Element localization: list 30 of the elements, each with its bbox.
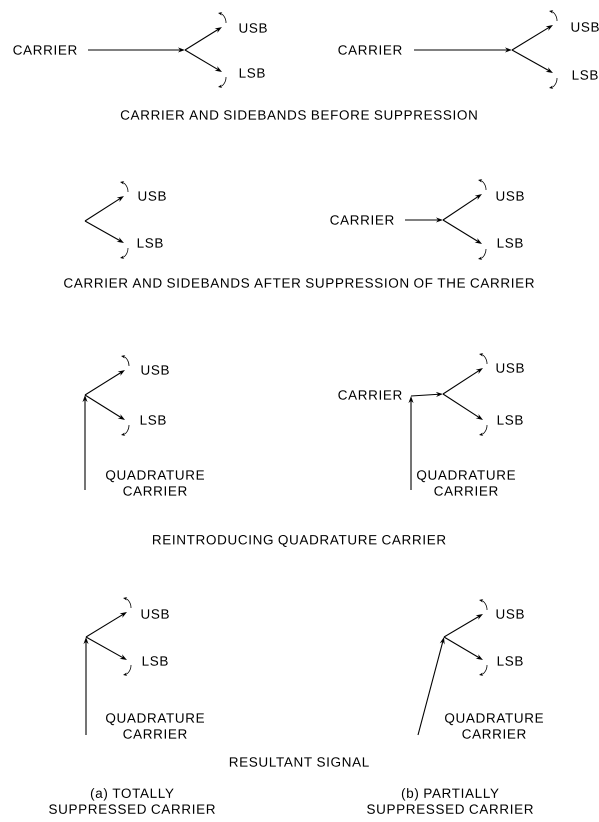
panel-caption: CARRIER AND SIDEBANDS AFTER SUPPRESSION OF THE CARRIER bbox=[64, 278, 534, 288]
carrier-label: QUADRATURE CARRIER bbox=[106, 713, 204, 739]
sideband-label: USB bbox=[496, 363, 524, 373]
carrier-label: CARRIER bbox=[338, 45, 402, 55]
sideband-label: USB bbox=[572, 22, 599, 32]
sideband-label: LSB bbox=[140, 415, 166, 425]
sideband-label: USB bbox=[496, 609, 524, 619]
carrier-label: CARRIER bbox=[13, 45, 77, 55]
carrier-label: QUADRATURE CARRIER bbox=[445, 713, 544, 739]
panel-caption: RESULTANT SIGNAL bbox=[230, 757, 369, 767]
carrier-label: QUADRATURE CARRIER bbox=[417, 470, 515, 496]
sideband-label: LSB bbox=[240, 68, 265, 78]
sideband-label: LSB bbox=[498, 238, 523, 248]
panel-caption: (b) PARTIALLY SUPPRESSED CARRIER bbox=[367, 788, 533, 814]
panel-caption: REINTRODUCING QUADRATURE CARRIER bbox=[153, 535, 446, 547]
sideband-label: USB bbox=[142, 609, 169, 619]
panel-caption: CARRIER AND SIDEBANDS BEFORE SUPPRESSION bbox=[120, 110, 477, 120]
panel-caption: (a) TOTALLY SUPPRESSED CARRIER bbox=[49, 788, 215, 814]
sideband-label: USB bbox=[138, 191, 166, 201]
sideband-label: USB bbox=[496, 191, 524, 201]
sideband-label: LSB bbox=[142, 656, 168, 666]
carrier-label: QUADRATURE CARRIER bbox=[106, 470, 204, 496]
sideband-label: LSB bbox=[498, 415, 523, 425]
sideband-label: LSB bbox=[498, 656, 523, 666]
sideband-label: USB bbox=[240, 23, 267, 33]
carrier-label: CARRIER bbox=[338, 390, 402, 400]
sideband-label: LSB bbox=[572, 70, 598, 80]
carrier-label: CARRIER bbox=[330, 215, 394, 225]
sideband-label: LSB bbox=[138, 238, 163, 248]
sideband-label: USB bbox=[142, 365, 169, 375]
